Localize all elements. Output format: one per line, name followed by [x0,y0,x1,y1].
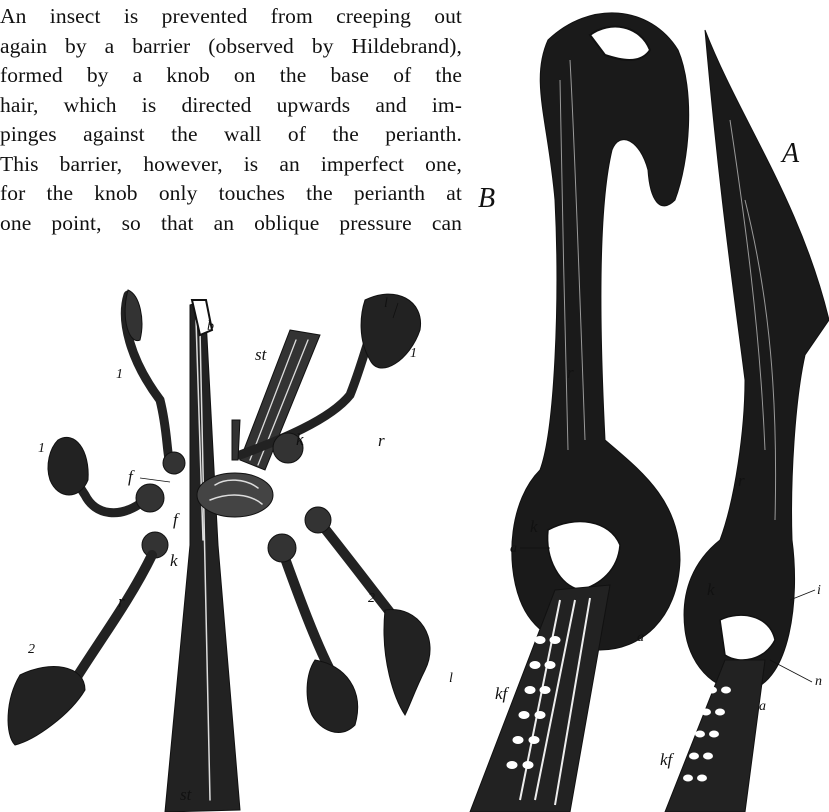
label-k-left: k [170,551,178,570]
label-st-top: st [255,345,268,364]
label-k-center: k [296,430,304,449]
label-f-upper: f [128,467,135,486]
label-r-A: r [738,471,745,490]
label-a-A: a [759,699,766,714]
label-B: B [478,183,495,214]
label-A: A [780,138,800,169]
label-n-A: n [815,674,822,689]
label-a-B-lower: a [637,630,644,645]
label-l-top-right: l [384,296,388,311]
label-1-a: 1 [116,367,123,382]
label-l-bottom-right: l [449,671,453,686]
label-a-B-upper: a [510,541,517,556]
flower-A-body [684,30,829,691]
label-r-right: r [378,431,385,450]
label-1-c: 1 [38,441,45,456]
label-r-B: r [567,363,574,382]
label-1-b: 1 [410,346,417,361]
label-i-A: i [817,583,821,598]
label-2-left: 2 [28,642,35,657]
label-f-lower: f [173,510,180,529]
label-kf-A: kf [660,750,675,769]
label-st-bottom: st [180,785,193,804]
label-2-right: 2 [368,591,375,606]
label-kf-B: kf [495,684,510,703]
label-r-left: r [118,592,125,611]
label-k-A: k [707,580,715,599]
label-k-B: k [530,517,538,536]
label-b: b [207,319,214,334]
figure-left-inflorescence [8,290,430,812]
figure-right-flowers [470,13,829,812]
